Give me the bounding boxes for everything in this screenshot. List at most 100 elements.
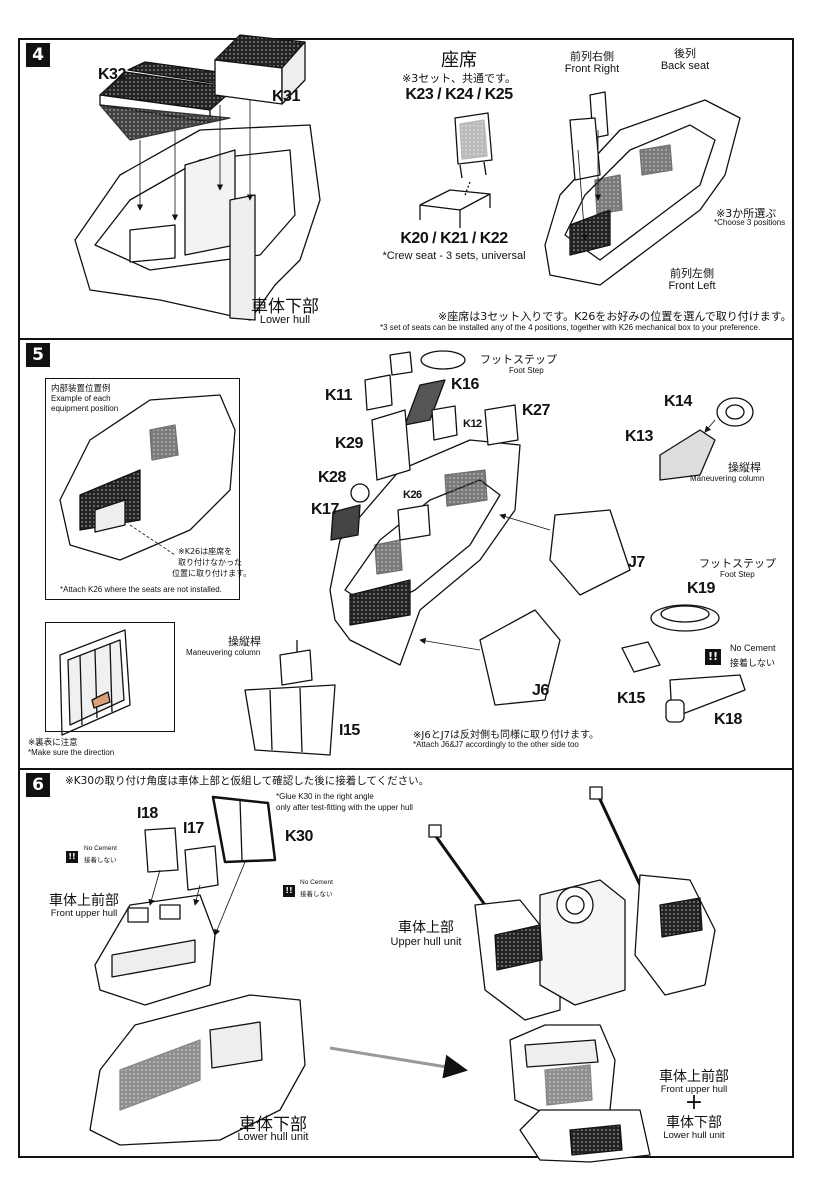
front-right-jp: 前列右側	[570, 50, 614, 63]
part-label-i17: I17	[183, 820, 204, 837]
part-label-j7: J7	[628, 554, 645, 571]
k26-note-jp1: ※K26は座席を	[178, 547, 233, 556]
front-left-en: Front Left	[668, 280, 716, 292]
upper-hull-unit-jp: 車体上部	[398, 920, 454, 936]
lower-hull-unit-en: Lower hull unit	[237, 1131, 309, 1143]
k31-panel	[214, 34, 306, 105]
k29-box	[371, 409, 411, 481]
seat-back-parts: K23 / K24 / K25	[405, 86, 513, 103]
step-divider-4-5	[18, 338, 794, 340]
seat-title: 座席	[441, 50, 477, 71]
i15-panel	[244, 684, 336, 756]
step4-lower-hull-drawing	[74, 124, 321, 321]
step-number-4: 4	[26, 43, 50, 67]
choose-jp: ※3か所選ぶ	[716, 207, 777, 220]
part-label-k14: K14	[664, 393, 692, 410]
back-note-en: *Make sure the direction	[28, 748, 115, 757]
front-upper-hull-jp: 車体上前部	[49, 893, 119, 909]
k30-frame	[211, 795, 277, 864]
direction-inset	[45, 622, 175, 732]
j7-panel	[549, 509, 631, 596]
part-label-i18: I18	[137, 805, 158, 822]
i18-i17-parts	[144, 827, 219, 891]
j-note-en: *Attach J6&J7 accordingly to the other s…	[413, 740, 579, 749]
step6-combined-hull	[509, 1024, 651, 1163]
footstep-top-jp: フットステップ	[480, 353, 557, 366]
no-cement-left-en: No Cement	[84, 845, 117, 852]
back-seat-jp: 後列	[674, 47, 696, 60]
part-label-k13: K13	[625, 428, 653, 445]
front-upper-hull-en: Front upper hull	[50, 908, 118, 919]
k32-panel	[99, 61, 241, 141]
inset-title-jp: 内部装置位置例	[51, 384, 111, 394]
no-cement-icon-mid: !!	[283, 880, 295, 899]
lower-hull-en: Lower hull	[259, 314, 311, 326]
step-number-5: 5	[26, 343, 50, 367]
combo-plus: +	[684, 1090, 704, 1115]
k26-note-jp2: 取り付けなかった	[178, 558, 242, 567]
glue-note-en2: only after test-fitting with the upper h…	[276, 803, 413, 812]
lower-hull-jp: 車体下部	[251, 297, 319, 317]
lower-hull-unit-jp: 車体下部	[239, 1115, 307, 1135]
part-label-k19: K19	[687, 580, 715, 597]
maneuver-left-jp: 操縦桿	[228, 635, 261, 648]
part-label-k17: K17	[311, 501, 339, 518]
inset-title-en1: Example of each	[51, 394, 111, 403]
upper-hull-unit-en: Upper hull unit	[390, 936, 462, 948]
k27-box	[484, 404, 519, 446]
combo-lower-hull-en: Lower hull unit	[663, 1130, 725, 1141]
inset-title-en2: equipment position	[51, 404, 119, 413]
part-label-k30: K30	[285, 828, 313, 845]
footstep-top	[389, 350, 466, 376]
k26-note-jp3: 位置に取り付けます。	[172, 569, 252, 578]
part-label-k27: K27	[522, 402, 550, 419]
part-label-i15: I15	[339, 722, 360, 739]
step6-front-upper	[94, 894, 216, 1006]
instruction-frame	[18, 38, 794, 1158]
seat-drawing	[419, 112, 493, 228]
part-label-k28: K28	[318, 469, 346, 486]
k26-note-en: *Attach K26 where the seats are not inst…	[60, 585, 222, 594]
k26-box	[397, 504, 431, 541]
seat-base-parts: K20 / K21 / K22	[400, 230, 508, 247]
direction-arrow	[329, 1046, 468, 1079]
part-label-j6: J6	[532, 682, 549, 699]
step4-footnote-en: *3 set of seats can be installed any of …	[380, 323, 761, 332]
front-left-jp: 前列左側	[670, 267, 714, 280]
maneuver-left-en: Maneuvering column	[186, 648, 261, 657]
footstep-right-en: Foot Step	[720, 570, 755, 579]
k26-inset-drawing	[59, 394, 236, 561]
no-cement-mid-en: No Cement	[300, 879, 333, 886]
no-cement-icon: !!	[705, 646, 721, 665]
k15-block	[621, 641, 661, 673]
j-note-jp: ※J6とJ7は反対側も同様に取り付けます。	[413, 730, 600, 741]
k14-ring	[716, 397, 754, 427]
combo-front-upper-jp: 車体上前部	[659, 1069, 729, 1085]
part-label-k32: K32	[98, 66, 126, 83]
k26-example-inset	[45, 378, 240, 600]
back-seat-en: Back seat	[660, 60, 710, 72]
no-cement-left-jp: 接着しない	[84, 856, 117, 864]
maneuver-right-en: Maneuvering column	[690, 474, 765, 483]
footstep-top-en: Foot Step	[509, 366, 544, 375]
step6-lower-hull	[89, 994, 306, 1146]
step6-top-note: ※K30の取り付け角度は車体上部と仮組して確認した後に接着してください。	[65, 775, 430, 787]
part-label-k11: K11	[325, 387, 352, 404]
column-lower	[279, 640, 313, 686]
no-cement-jp: 接着しない	[730, 659, 776, 669]
combo-front-upper-en: Front upper hull	[660, 1084, 728, 1095]
back-note-jp: ※裏表に注意	[28, 738, 78, 748]
k17-box	[330, 504, 361, 541]
footstep-right-jp: フットステップ	[699, 557, 776, 570]
crew-seat-note: *Crew seat - 3 sets, universal	[382, 250, 526, 262]
part-label-k12: K12	[463, 418, 482, 430]
step5-main-hull-drawing	[329, 439, 521, 666]
part-label-k16: K16	[451, 376, 479, 393]
part-label-k29: K29	[335, 435, 363, 452]
k16-panel	[404, 379, 446, 426]
k18-lever	[665, 674, 746, 723]
k12-box	[431, 405, 458, 441]
seat-note: ※3セット、共通です。	[402, 72, 516, 85]
step-number-6: 6	[26, 773, 50, 797]
no-cement-en: No Cement	[730, 643, 776, 653]
